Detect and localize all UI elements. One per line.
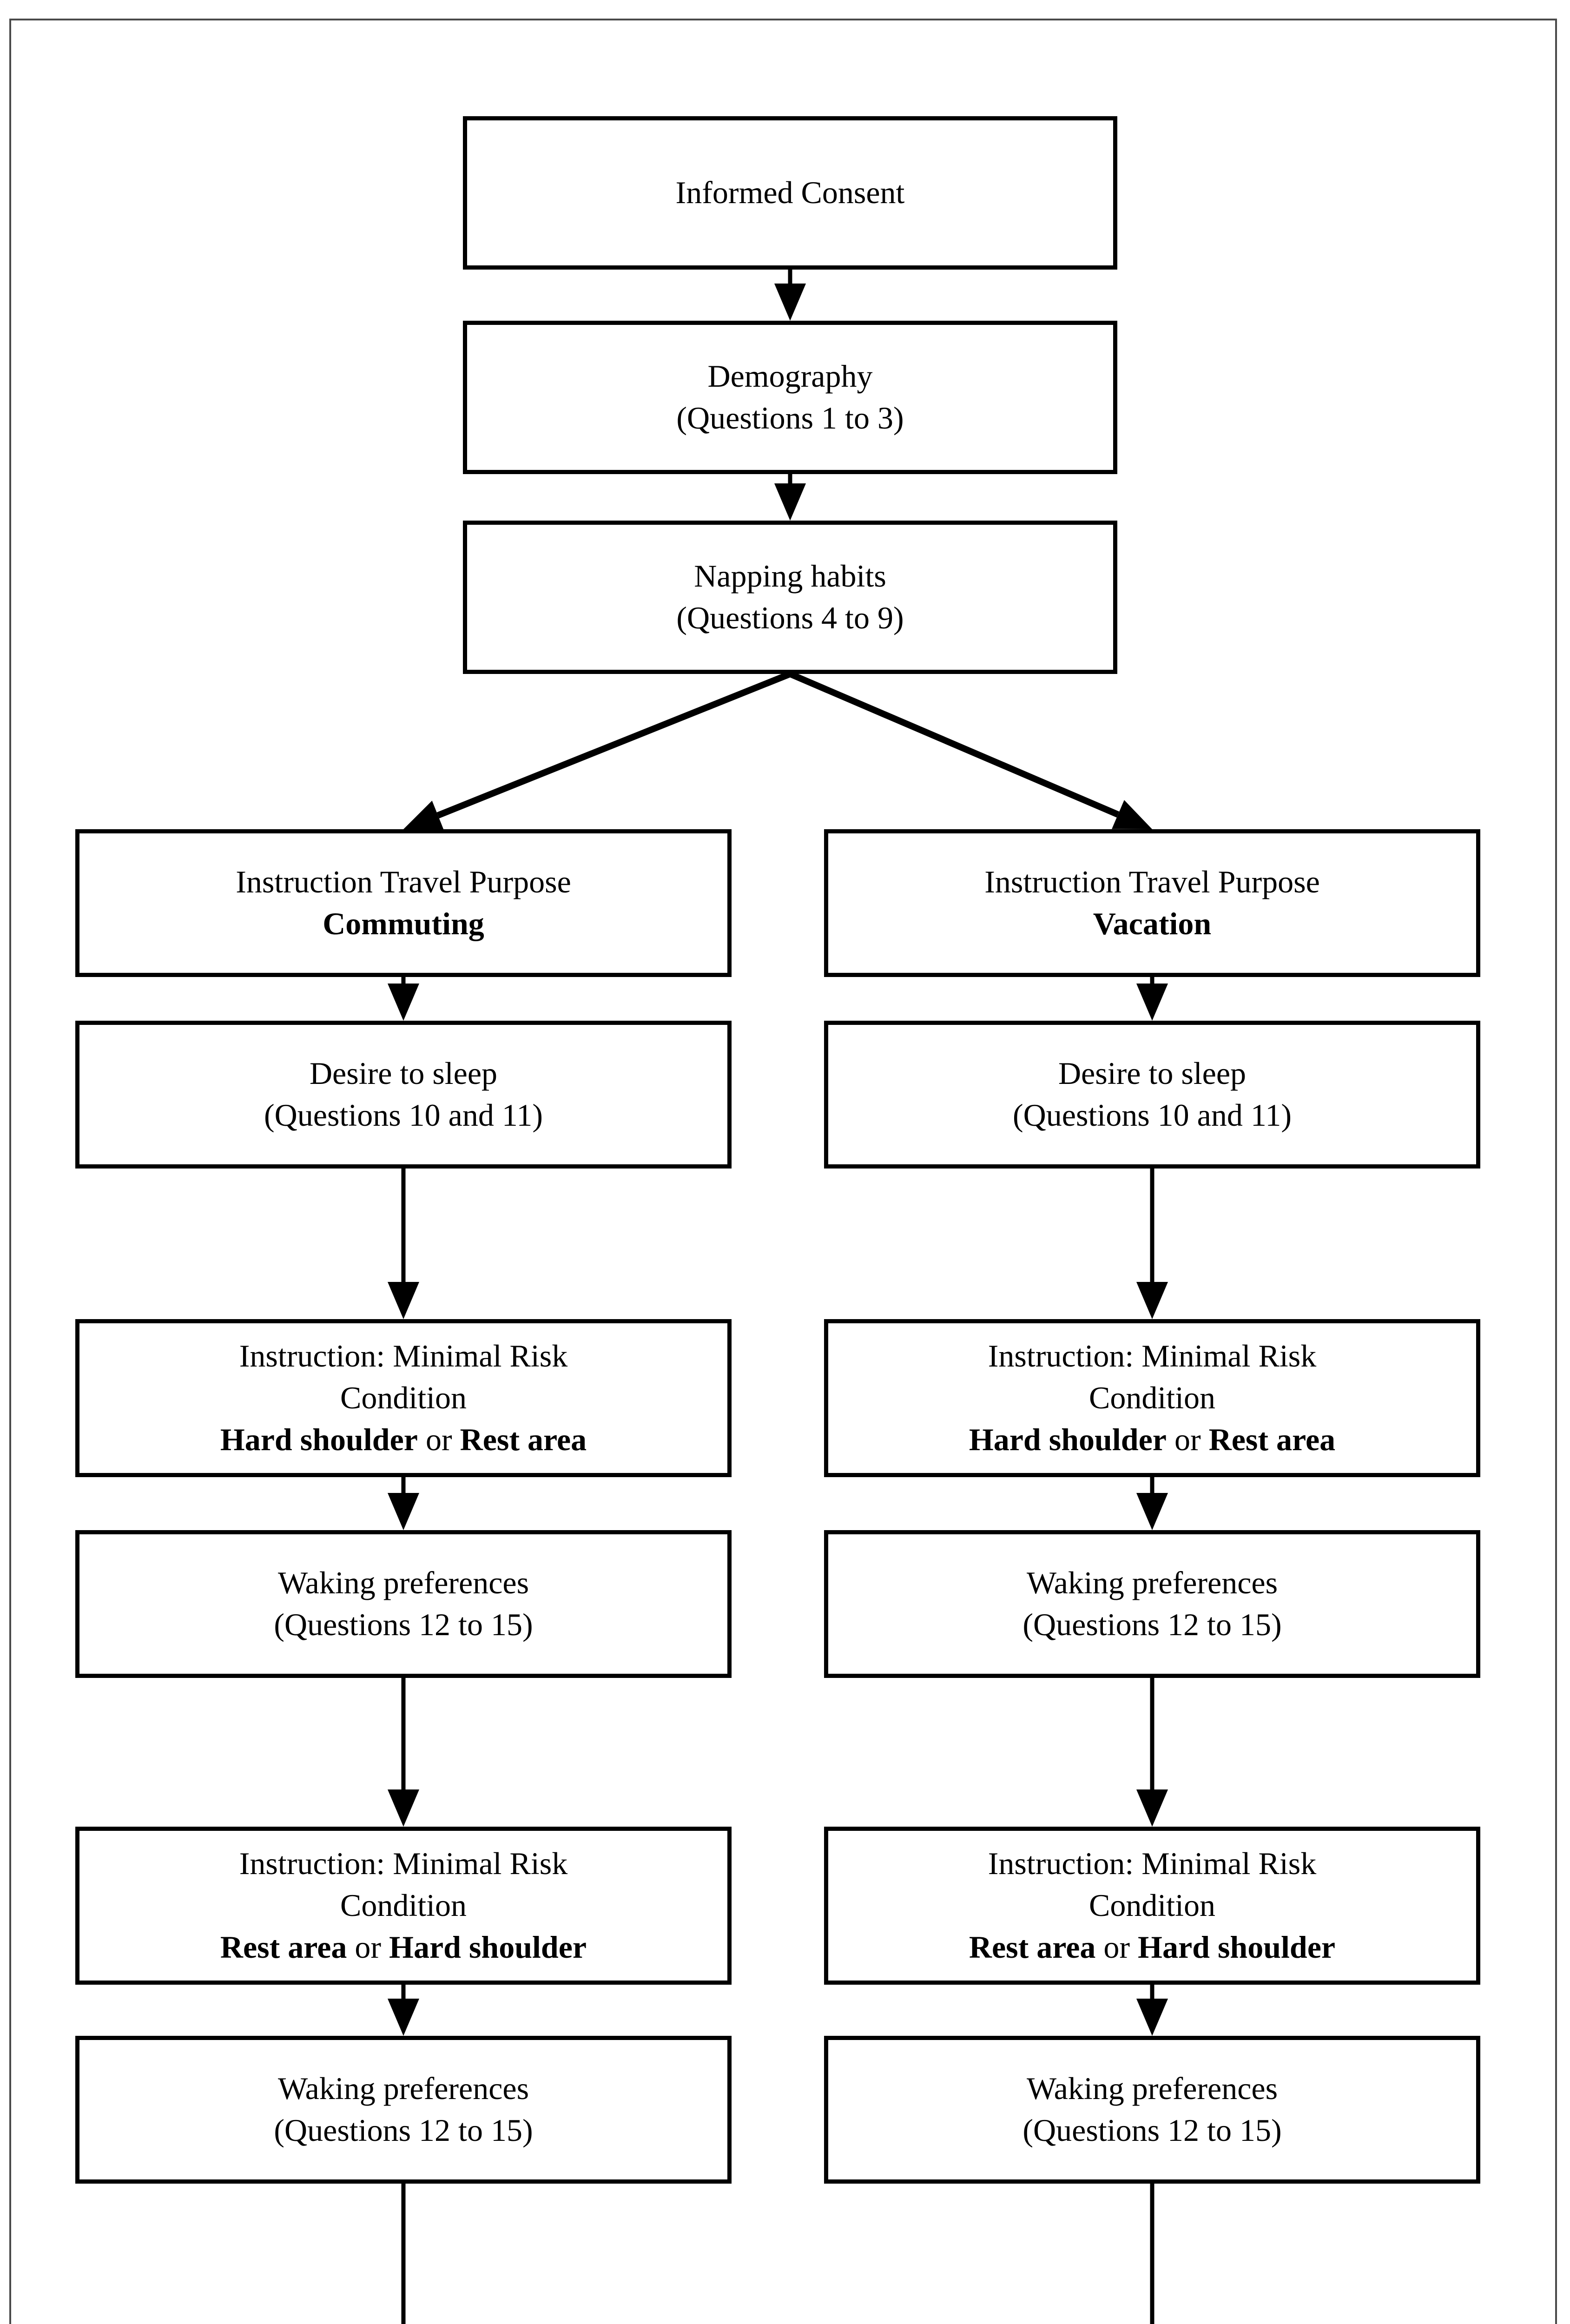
node-minimal-risk-2-left: Instruction: Minimal RiskConditionRest a… <box>75 1827 732 1985</box>
node-line: (Questions 12 to 15) <box>1022 1604 1281 1646</box>
node-line: Waking preferences <box>1027 2068 1278 2110</box>
node-desire-to-sleep-left: Desire to sleep(Questions 10 and 11) <box>75 1021 732 1169</box>
node-line: Commuting <box>323 903 484 945</box>
node-line: Rest area or Hard shoulder <box>220 1927 587 1968</box>
node-line: (Questions 12 to 15) <box>274 2110 533 2152</box>
node-line: Desire to sleep <box>310 1053 497 1095</box>
node-line: Condition <box>1089 1885 1215 1927</box>
node-line: Napping habits <box>694 555 886 597</box>
node-line: Rest area or Hard shoulder <box>969 1927 1335 1968</box>
node-line: Instruction: Minimal Risk <box>239 1335 567 1377</box>
node-line: Waking preferences <box>278 2068 529 2110</box>
node-line: Instruction Travel Purpose <box>984 861 1320 903</box>
node-travel-purpose-commuting: Instruction Travel PurposeCommuting <box>75 829 732 977</box>
node-demography: Demography(Questions 1 to 3) <box>463 321 1117 474</box>
node-napping-habits: Napping habits(Questions 4 to 9) <box>463 521 1117 674</box>
node-line: (Questions 4 to 9) <box>676 597 904 639</box>
node-line: Waking preferences <box>278 1562 529 1604</box>
node-line: Vacation <box>1093 903 1211 945</box>
node-line: (Questions 12 to 15) <box>1022 2110 1281 2152</box>
node-line: Desire to sleep <box>1058 1053 1246 1095</box>
node-waking-preferences-1-right: Waking preferences(Questions 12 to 15) <box>824 1530 1480 1678</box>
node-line: Instruction: Minimal Risk <box>988 1843 1316 1885</box>
node-line: (Questions 12 to 15) <box>274 1604 533 1646</box>
node-informed-consent: Informed Consent <box>463 116 1117 270</box>
node-line: Instruction Travel Purpose <box>236 861 571 903</box>
node-line: (Questions 10 and 11) <box>264 1095 543 1136</box>
node-travel-purpose-vacation: Instruction Travel PurposeVacation <box>824 829 1480 977</box>
node-minimal-risk-1-left: Instruction: Minimal RiskConditionHard s… <box>75 1319 732 1477</box>
node-line: (Questions 10 and 11) <box>1013 1095 1292 1136</box>
node-waking-preferences-1-left: Waking preferences(Questions 12 to 15) <box>75 1530 732 1678</box>
node-minimal-risk-2-right: Instruction: Minimal RiskConditionRest a… <box>824 1827 1480 1985</box>
node-line: Waking preferences <box>1027 1562 1278 1604</box>
node-waking-preferences-2-right: Waking preferences(Questions 12 to 15) <box>824 2036 1480 2184</box>
node-line: Hard shoulder or Rest area <box>220 1419 587 1461</box>
node-line: Informed Consent <box>676 172 905 214</box>
node-line: Hard shoulder or Rest area <box>969 1419 1335 1461</box>
node-line: Condition <box>1089 1377 1215 1419</box>
node-line: Demography <box>707 356 872 397</box>
node-line: Instruction: Minimal Risk <box>988 1335 1316 1377</box>
node-waking-preferences-2-left: Waking preferences(Questions 12 to 15) <box>75 2036 732 2184</box>
node-line: Instruction: Minimal Risk <box>239 1843 567 1885</box>
node-minimal-risk-1-right: Instruction: Minimal RiskConditionHard s… <box>824 1319 1480 1477</box>
node-line: Condition <box>340 1377 467 1419</box>
node-desire-to-sleep-right: Desire to sleep(Questions 10 and 11) <box>824 1021 1480 1169</box>
node-line: (Questions 1 to 3) <box>676 397 904 439</box>
node-line: Condition <box>340 1885 467 1927</box>
